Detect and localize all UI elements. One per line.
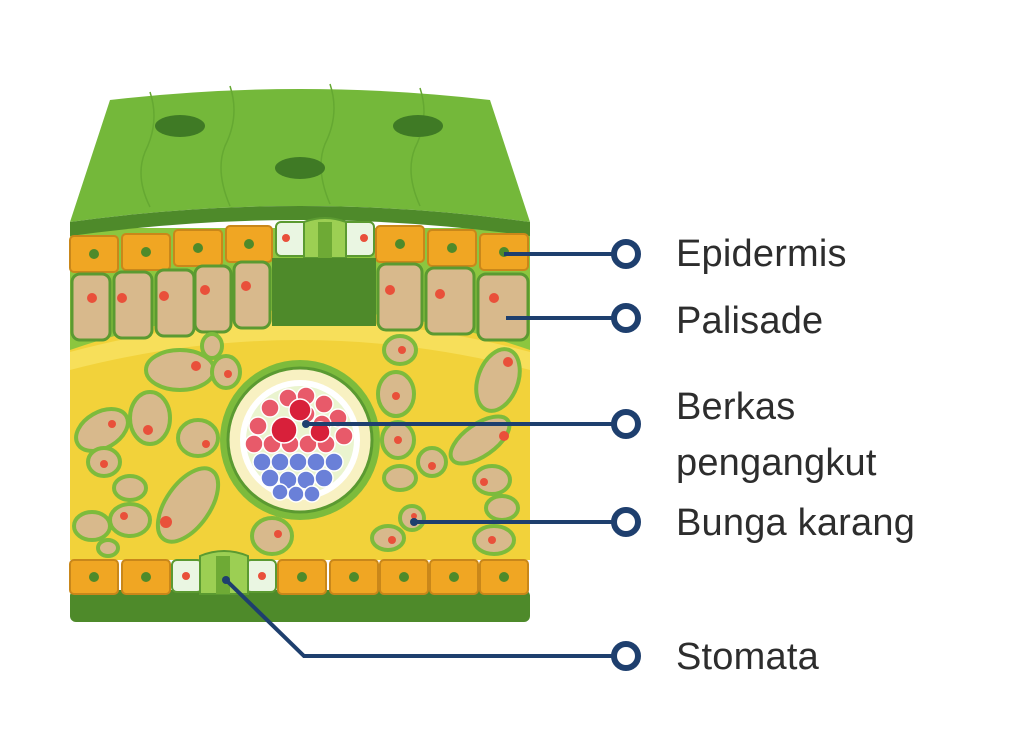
leaf-surface-edge xyxy=(70,206,530,236)
leader-origin-dots xyxy=(222,420,418,584)
label-palisade: Palisade xyxy=(676,300,824,342)
palisade-nuclei xyxy=(87,281,499,303)
palisade-layer xyxy=(70,260,530,342)
marker-stomata xyxy=(611,641,641,671)
marker-palisade xyxy=(611,303,641,333)
lower-stomata xyxy=(171,550,277,595)
label-stomata: Stomata xyxy=(676,636,819,678)
label-berkas-line2: pengangkut xyxy=(676,442,877,484)
leaf-surface-veins xyxy=(140,83,425,208)
label-epidermis: Epidermis xyxy=(676,233,847,275)
spongy-nuclei xyxy=(100,346,513,544)
leaf-underside xyxy=(70,590,530,622)
leader-endpoints xyxy=(611,239,641,671)
spongy-mesophyll-cells xyxy=(72,332,522,558)
surface-pore xyxy=(393,115,443,137)
upper-stomata xyxy=(272,217,376,326)
lower-epidermis-row xyxy=(69,559,529,595)
xylem-cells xyxy=(244,386,354,454)
marker-bunga-karang xyxy=(611,507,641,537)
phloem-cells xyxy=(252,452,344,503)
leader-lines xyxy=(224,252,626,658)
surface-pore xyxy=(275,157,325,179)
label-bunga-karang: Bunga karang xyxy=(676,502,916,544)
upper-epidermis-row xyxy=(69,225,529,273)
surface-pore xyxy=(155,115,205,137)
marker-epidermis xyxy=(611,239,641,269)
marker-berkas xyxy=(611,409,641,439)
label-berkas-line1: Berkas xyxy=(676,386,796,428)
vascular-bundle xyxy=(220,360,380,520)
leaf-upper-surface xyxy=(70,89,530,222)
leader-stomata xyxy=(224,578,626,658)
